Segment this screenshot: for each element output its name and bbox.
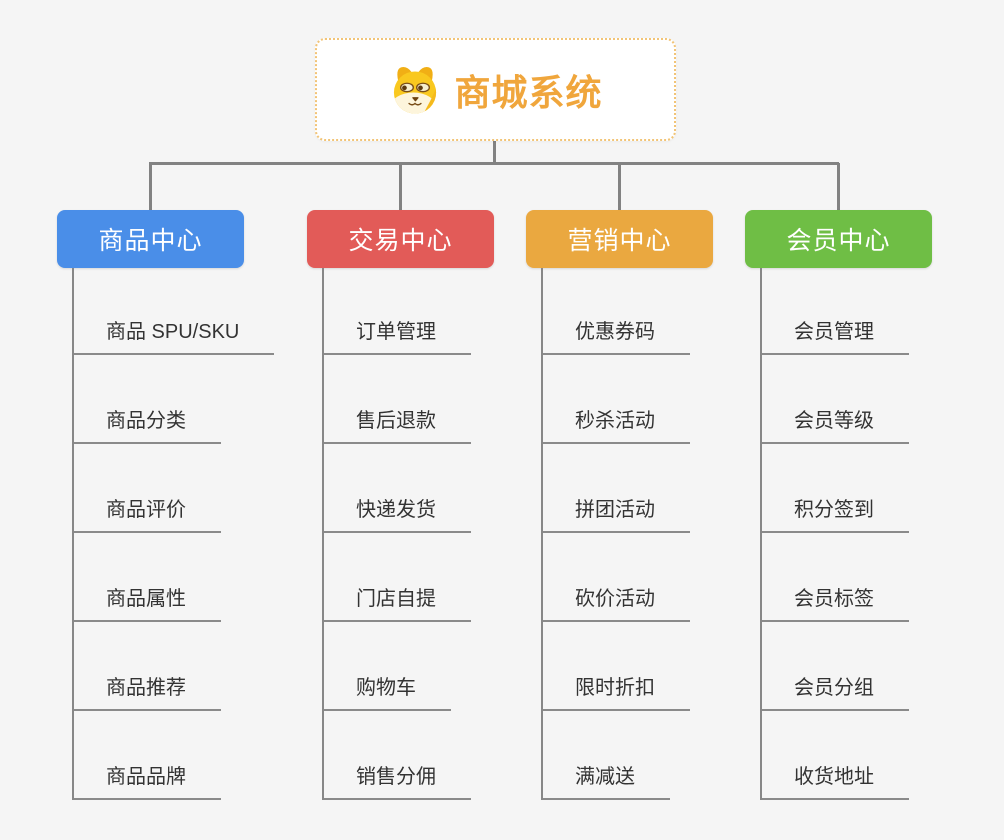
branch-column-product: 商品中心 商品 SPU/SKU 商品分类 商品评价 商品属性 商品推荐 商品品牌 [57, 210, 275, 800]
leaf-node[interactable]: 商品品牌 [72, 711, 267, 800]
leaf-label: 拼团活动 [541, 493, 690, 533]
leaf-label: 订单管理 [322, 315, 471, 355]
leaf-node[interactable]: 销售分佣 [322, 711, 517, 800]
branch-items-trade: 订单管理 售后退款 快递发货 门店自提 购物车 销售分佣 [322, 268, 517, 800]
leaf-label: 收货地址 [760, 760, 909, 800]
branch-items-marketing: 优惠券码 秒杀活动 拼团活动 砍价活动 限时折扣 满减送 [541, 268, 736, 800]
leaf-label: 积分签到 [760, 493, 909, 533]
leaf-label: 快递发货 [322, 493, 471, 533]
leaf-label: 商品属性 [72, 582, 221, 622]
branch-items-product: 商品 SPU/SKU 商品分类 商品评价 商品属性 商品推荐 商品品牌 [72, 268, 275, 800]
leaf-label: 满减送 [541, 760, 670, 800]
leaf-node[interactable]: 限时折扣 [541, 622, 736, 711]
leaf-node[interactable]: 订单管理 [322, 268, 517, 355]
leaf-label: 商品分类 [72, 404, 221, 444]
branch-column-trade: 交易中心 订单管理 售后退款 快递发货 门店自提 购物车 销售分佣 [307, 210, 517, 800]
leaf-node[interactable]: 商品属性 [72, 533, 267, 622]
branch-items-member: 会员管理 会员等级 积分签到 会员标签 会员分组 收货地址 [760, 268, 955, 800]
leaf-label: 门店自提 [322, 582, 471, 622]
connector-drop-marketing [618, 163, 621, 210]
leaf-node[interactable]: 商品分类 [72, 355, 267, 444]
leaf-label: 限时折扣 [541, 671, 690, 711]
leaf-label: 销售分佣 [322, 760, 471, 800]
leaf-label: 秒杀活动 [541, 404, 690, 444]
leaf-label: 优惠券码 [541, 315, 690, 355]
dog-logo-icon [394, 66, 437, 114]
leaf-node[interactable]: 积分签到 [760, 444, 955, 533]
connector-drop-product [149, 163, 152, 210]
connector-horizontal-bus [149, 162, 839, 165]
leaf-node[interactable]: 商品推荐 [72, 622, 267, 711]
leaf-label: 购物车 [322, 671, 451, 711]
branch-node-member[interactable]: 会员中心 [745, 210, 932, 268]
leaf-label: 会员管理 [760, 315, 909, 355]
connector-root-stub [493, 140, 496, 163]
leaf-node[interactable]: 商品 SPU/SKU [72, 268, 275, 355]
leaf-label: 会员分组 [760, 671, 909, 711]
leaf-node[interactable]: 快递发货 [322, 444, 517, 533]
leaf-node[interactable]: 会员管理 [760, 268, 955, 355]
leaf-node[interactable]: 会员分组 [760, 622, 955, 711]
leaf-node[interactable]: 购物车 [322, 622, 517, 711]
branch-node-marketing[interactable]: 营销中心 [526, 210, 713, 268]
leaf-node[interactable]: 商品评价 [72, 444, 267, 533]
leaf-node[interactable]: 门店自提 [322, 533, 517, 622]
leaf-node[interactable]: 秒杀活动 [541, 355, 736, 444]
leaf-label: 砍价活动 [541, 582, 690, 622]
leaf-node[interactable]: 售后退款 [322, 355, 517, 444]
branch-node-product[interactable]: 商品中心 [57, 210, 244, 268]
connector-drop-trade [399, 163, 402, 210]
branch-node-trade[interactable]: 交易中心 [307, 210, 494, 268]
branch-column-member: 会员中心 会员管理 会员等级 积分签到 会员标签 会员分组 收货地址 [745, 210, 955, 800]
leaf-label: 商品品牌 [72, 760, 221, 800]
leaf-label: 售后退款 [322, 404, 471, 444]
connector-drop-member [837, 163, 840, 210]
branch-column-marketing: 营销中心 优惠券码 秒杀活动 拼团活动 砍价活动 限时折扣 满减送 [526, 210, 736, 800]
leaf-label: 会员等级 [760, 404, 909, 444]
root-title: 商城系统 [454, 71, 603, 113]
leaf-node[interactable]: 会员等级 [760, 355, 955, 444]
leaf-label: 商品 SPU/SKU [72, 315, 275, 355]
leaf-node[interactable]: 优惠券码 [541, 268, 736, 355]
leaf-node[interactable]: 拼团活动 [541, 444, 736, 533]
root-node[interactable]: 商城系统 [315, 38, 676, 141]
leaf-label: 商品推荐 [72, 671, 221, 711]
leaf-node[interactable]: 收货地址 [760, 711, 955, 800]
leaf-label: 会员标签 [760, 582, 909, 622]
leaf-label: 商品评价 [72, 493, 221, 533]
leaf-node[interactable]: 满减送 [541, 711, 736, 800]
leaf-node[interactable]: 砍价活动 [541, 533, 736, 622]
leaf-node[interactable]: 会员标签 [760, 533, 955, 622]
